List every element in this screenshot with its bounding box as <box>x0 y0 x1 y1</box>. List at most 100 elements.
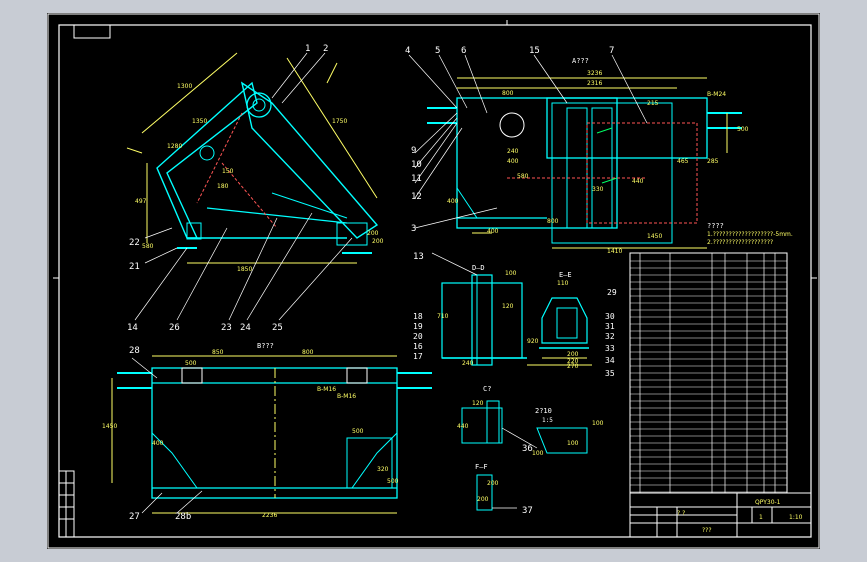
part-number: 14 <box>127 323 138 333</box>
small-part-title: 2?10 <box>535 407 552 415</box>
front-elevation-view <box>408 54 742 249</box>
dimension-label: 215 <box>647 100 659 107</box>
part-number: 6 <box>461 46 466 56</box>
table-rows <box>630 260 787 493</box>
bottom-view-title: B??? <box>257 342 274 350</box>
part-number: 22 <box>129 238 140 248</box>
section-f-title: F—F <box>475 463 488 471</box>
dimension-label: 1850 <box>237 266 252 273</box>
dimension-label: 500 <box>737 126 749 133</box>
cad-drawing: B??? A??? D—D E—E C? F—F 2?10 1:5 ???? 1… <box>47 13 820 549</box>
part-number: 5 <box>435 46 440 56</box>
dimension-label: 497 <box>135 198 147 205</box>
part-number: 30 <box>605 312 615 321</box>
inner-border <box>58 24 812 538</box>
dimension-label: 220 <box>567 358 579 365</box>
part-number: 16 <box>413 342 423 351</box>
dimension-label: 240 <box>462 360 474 367</box>
dimension-label: 1450 <box>102 423 117 430</box>
dimension-label: 240 <box>507 148 519 155</box>
dimension-label: 200 <box>487 480 499 487</box>
dimension-label: 1300 <box>177 83 192 90</box>
dimension-label: 1750 <box>332 118 347 125</box>
dimension-label: 400 <box>447 198 459 205</box>
part-number: 1 <box>305 44 310 54</box>
part-number: 25 <box>272 323 283 333</box>
c-view-title: C? <box>483 385 491 393</box>
dimension-label: 920 <box>527 338 539 345</box>
dimension-label: 100 <box>567 440 579 447</box>
dimension-labels: 32362316800400215B-M24240500400580440330… <box>102 70 749 519</box>
part-number: 3 <box>411 224 416 234</box>
dimension-label: 440 <box>457 423 469 430</box>
part-number: 17 <box>413 352 423 361</box>
front-view-title: A??? <box>572 57 589 65</box>
part-number: 26 <box>169 323 180 333</box>
part-number: 32 <box>605 332 615 341</box>
dimension-label: 150 <box>222 168 234 175</box>
part-number: 24 <box>240 323 251 333</box>
dimension-label: 330 <box>592 186 604 193</box>
dimension-label: 440 <box>632 178 644 185</box>
notes-title: ???? <box>707 222 724 230</box>
dimension-label: 200 <box>567 351 579 358</box>
dimension-label: 100 <box>592 420 604 427</box>
plan-view <box>111 355 432 514</box>
dimension-label: 120 <box>472 400 484 407</box>
dimension-label: 200 <box>477 496 489 503</box>
dimension-label: 400 <box>487 228 499 235</box>
part-number: 7 <box>609 46 614 56</box>
title-block <box>629 492 812 538</box>
dimension-label: 1450 <box>647 233 662 240</box>
dimension-label: 710 <box>437 313 449 320</box>
dimension-label: 465 <box>677 158 689 165</box>
part-number: 4 <box>405 46 410 56</box>
dimension-label: 2316 <box>587 80 602 87</box>
dimension-label: 580 <box>517 173 529 180</box>
dimension-label: 800 <box>302 349 314 356</box>
note-line-1: 1.???????????????????-5mm. <box>707 231 793 238</box>
part-number: 19 <box>413 322 423 331</box>
drawing-sheet: B??? A??? D—D E—E C? F—F 2?10 1:5 ???? 1… <box>47 13 820 549</box>
part-number: 28b <box>175 512 191 522</box>
part-number: 13 <box>413 252 424 262</box>
part-number: 27 <box>129 512 140 522</box>
dimension-label: 850 <box>212 349 224 356</box>
section-d-title: D—D <box>472 264 485 272</box>
dimension-label: 400 <box>507 158 519 165</box>
part-number: 9 <box>411 146 416 156</box>
binding-strip <box>58 470 75 538</box>
dimension-label: B-M16 <box>317 386 336 393</box>
dimension-label: 3236 <box>587 70 602 77</box>
dimension-label: 100 <box>505 270 517 277</box>
corner-stamp <box>73 24 111 39</box>
drawing-number: QPY30-1 <box>755 499 781 506</box>
dimension-label: 1410 <box>607 248 622 255</box>
part-number: 15 <box>529 46 540 56</box>
title-sheet: 1 <box>759 514 763 521</box>
part-number: 29 <box>607 288 617 297</box>
part-number: 21 <box>129 262 140 272</box>
part-number: 35 <box>605 369 615 378</box>
part-number: 37 <box>522 506 533 516</box>
part-number: 23 <box>221 323 232 333</box>
dimension-label: 580 <box>142 243 154 250</box>
part-number: 33 <box>605 344 615 353</box>
dimension-label: 120 <box>502 303 514 310</box>
outer-frame <box>47 13 820 549</box>
title-bottom-cell: ??? <box>702 527 712 534</box>
part-number: 18 <box>413 312 423 321</box>
note-line-2: 2.??????????????????? <box>707 239 773 246</box>
dimension-label: 500 <box>185 360 197 367</box>
dimension-label: 320 <box>377 466 389 473</box>
part-number: 34 <box>605 356 615 365</box>
dimension-label: 285 <box>707 158 719 165</box>
dimension-label: 500 <box>387 478 399 485</box>
dimension-label: 800 <box>502 90 514 97</box>
dimension-label: 500 <box>352 428 364 435</box>
dimension-label: 270 <box>567 363 579 370</box>
part-number: 31 <box>605 322 615 331</box>
part-number: 10 <box>411 160 422 170</box>
dimension-label: 800 <box>547 218 559 225</box>
dimension-label: 100 <box>532 450 544 457</box>
